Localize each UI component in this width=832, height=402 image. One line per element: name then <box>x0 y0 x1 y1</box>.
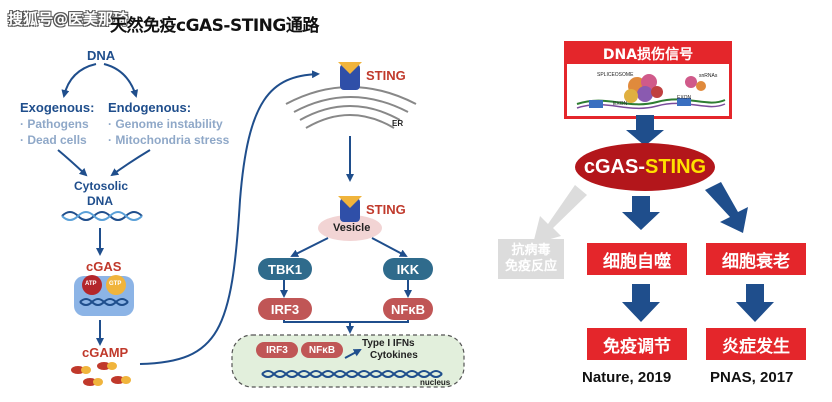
arrow-merge-nucleus <box>283 320 409 332</box>
autophagy-node: 细胞自噬 <box>587 243 687 275</box>
pathway-diagram <box>57 62 465 388</box>
watermark: 搜狐号@医美那琦 <box>8 10 129 28</box>
cytosolic-dna-label: DNA <box>87 194 113 208</box>
sting-receptor-icon <box>338 62 362 90</box>
arrow-vesicle-tbk1 <box>290 237 329 257</box>
er-membrane-icon <box>285 86 417 129</box>
nucleus-irf3-node: IRF3 <box>256 342 298 358</box>
snrnas-label: snRNAs <box>699 73 718 79</box>
endogenous-item: · Mitochondria stress <box>108 133 230 147</box>
nucleus-dna-icon <box>261 370 443 378</box>
gtp-icon <box>106 275 126 295</box>
arrow-damage-cgas <box>626 115 664 146</box>
dna-damage-panel: DNA损伤信号 SPLICEOSOME EXON EXON snRNAs <box>564 41 732 119</box>
arrow-cgas-senescence <box>705 182 748 233</box>
senescence-node: 细胞衰老 <box>706 243 806 275</box>
cgas-label: cGAS <box>86 259 122 274</box>
nucleus-nfkb-node: NFκB <box>301 342 343 358</box>
sting-vesicle-icon <box>338 196 362 222</box>
nfkb-node: NFκB <box>383 298 433 320</box>
citation-pnas: PNAS, 2017 <box>710 369 794 386</box>
antiviral-node: 抗病毒 免疫反应 <box>498 239 564 279</box>
arrow-cgas-autophagy <box>622 196 660 230</box>
arrow-vesicle-ikk <box>371 237 408 257</box>
inflammation-node: 炎症发生 <box>706 328 806 360</box>
arrow-autophagy-immune <box>622 284 660 322</box>
exogenous-item: · Pathogens <box>20 117 89 131</box>
sting-vesicle-label: STING <box>366 202 406 217</box>
spliceosome-label: SPLICEOSOME <box>597 72 634 78</box>
arrow-dna-endogenous <box>103 63 139 98</box>
endogenous-heading: Endogenous: <box>108 100 192 115</box>
type1-ifns-label: Type I IFNs <box>362 338 415 349</box>
cgamp-molecules-icon <box>71 362 131 386</box>
atp-label: ATP <box>85 281 97 287</box>
exon-label: EXON <box>613 101 628 107</box>
immune-regulation-node: 免疫调节 <box>587 328 687 360</box>
arrow-cgamp-sting <box>139 70 320 365</box>
arrow-endo-cyto <box>110 149 151 177</box>
cgamp-label: cGAMP <box>82 345 129 360</box>
irf3-node: IRF3 <box>258 298 312 320</box>
dna-label: DNA <box>87 48 116 63</box>
exogenous-heading: Exogenous: <box>20 100 95 115</box>
exogenous-item: · Dead cells <box>20 133 87 147</box>
exon-label: EXON <box>677 95 692 101</box>
arrow-exo-cyto <box>57 149 88 177</box>
dna-damage-title: DNA损伤信号 <box>567 44 729 64</box>
tbk1-node: TBK1 <box>258 258 312 280</box>
vesicle-icon <box>318 215 382 241</box>
cytokines-label: Cytokines <box>370 350 418 361</box>
sting-label: STING <box>366 68 406 83</box>
antiviral-line2: 免疫反应 <box>504 259 557 274</box>
endogenous-item: · Genome instability <box>108 117 223 131</box>
gtp-label: GTP <box>109 281 122 287</box>
cgas-sting-prefix: cGAS- <box>583 155 645 178</box>
cytosolic-label: Cytosolic <box>74 179 129 193</box>
vesicle-label: Vesicle <box>333 222 371 234</box>
dna-helix-icon <box>61 211 143 221</box>
arrow-nucleus-genes <box>344 349 362 359</box>
cgas-sting-suffix: STING <box>645 155 707 178</box>
arrow-senescence-inflammation <box>736 284 774 322</box>
pathway-title: 天然免疫cGAS-STING通路 <box>110 16 319 36</box>
spliceosome-illustration <box>576 74 726 110</box>
antiviral-line1: 抗病毒 <box>511 243 551 259</box>
nucleus-label: nucleus <box>420 378 451 387</box>
cgas-sting-node: cGAS-STING <box>575 143 715 191</box>
atp-icon <box>82 275 102 295</box>
arrow-cgas-antiviral <box>533 185 587 244</box>
arrow-dna-exogenous <box>61 63 97 98</box>
ikk-node: IKK <box>383 258 433 280</box>
citation-nature: Nature, 2019 <box>582 369 672 386</box>
er-label: ER <box>392 119 404 128</box>
